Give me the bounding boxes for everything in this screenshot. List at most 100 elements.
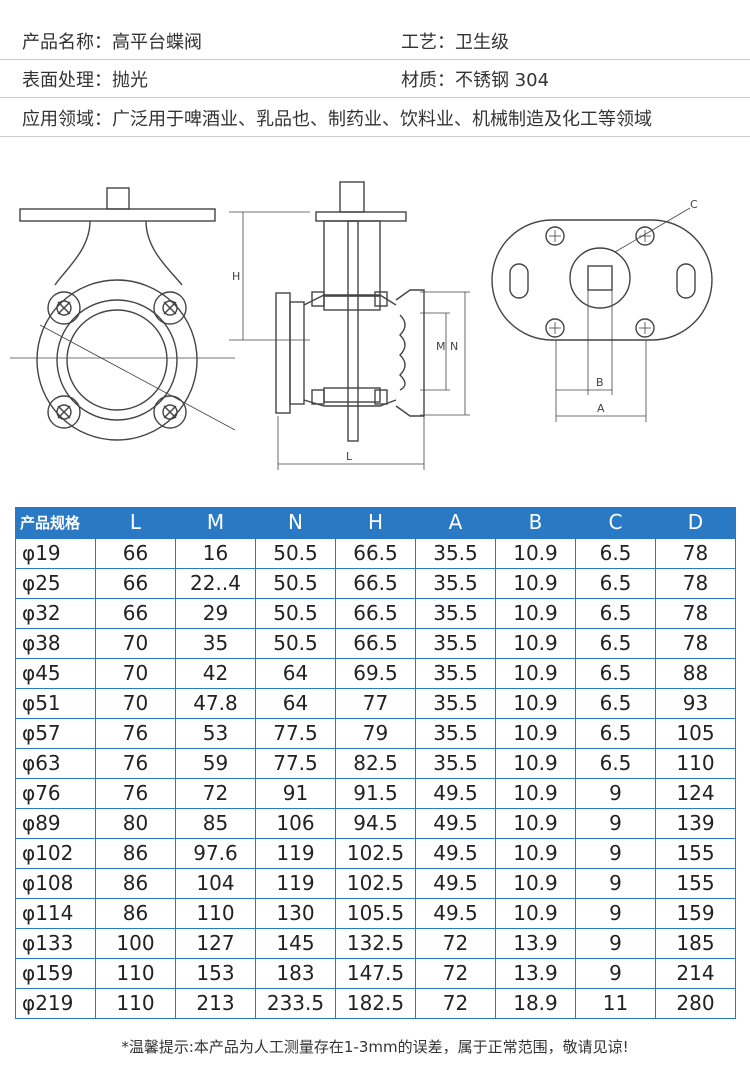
value-cell: 185	[655, 927, 736, 959]
value-cell: 9	[575, 837, 656, 869]
value-cell: 77.5	[255, 717, 336, 749]
value-cell: 110	[95, 957, 176, 989]
value-cell: 35.5	[415, 597, 496, 629]
value-cell: 59	[175, 747, 256, 779]
value-cell: 18.9	[495, 987, 576, 1019]
value-cell: 53	[175, 717, 256, 749]
value-cell: 6.5	[575, 597, 656, 629]
value-cell: 66	[95, 537, 176, 569]
value-cell: 124	[655, 777, 736, 809]
header-a: A	[415, 507, 496, 538]
header-l: L	[95, 507, 176, 538]
value-cell: 102.5	[335, 837, 416, 869]
value-cell: 64	[255, 657, 336, 689]
value-cell: 10.9	[495, 717, 576, 749]
header-c: C	[575, 507, 656, 538]
value-cell: 110	[175, 897, 256, 929]
value-cell: 233.5	[255, 987, 336, 1019]
value-cell: 155	[655, 867, 736, 899]
spec-cell: φ32	[15, 597, 96, 629]
value-cell: 10.9	[495, 867, 576, 899]
value-cell: 182.5	[335, 987, 416, 1019]
value-cell: 49.5	[415, 837, 496, 869]
value-cell: 213	[175, 987, 256, 1019]
value-cell: 35.5	[415, 687, 496, 719]
value-cell: 132.5	[335, 927, 416, 959]
value-cell: 69.5	[335, 657, 416, 689]
spec-cell: φ133	[15, 927, 96, 959]
value-cell: 104	[175, 867, 256, 899]
value-cell: 50.5	[255, 627, 336, 659]
spec-cell: φ63	[15, 747, 96, 779]
value-cell: 78	[655, 537, 736, 569]
value-cell: 49.5	[415, 897, 496, 929]
value-cell: 153	[175, 957, 256, 989]
header-spec: 产品规格	[15, 507, 96, 538]
value-cell: 88	[655, 657, 736, 689]
value-cell: 82.5	[335, 747, 416, 779]
value-cell: 78	[655, 627, 736, 659]
value-cell: 6.5	[575, 567, 656, 599]
value-cell: 9	[575, 777, 656, 809]
value-cell: 6.5	[575, 747, 656, 779]
value-cell: 80	[95, 807, 176, 839]
value-cell: 280	[655, 987, 736, 1019]
value-cell: 86	[95, 867, 176, 899]
value-cell: 6.5	[575, 537, 656, 569]
value-cell: 106	[255, 807, 336, 839]
value-cell: 10.9	[495, 777, 576, 809]
dim-label-c: C	[690, 198, 698, 211]
value-cell: 214	[655, 957, 736, 989]
value-cell: 72	[415, 987, 496, 1019]
value-cell: 35.5	[415, 537, 496, 569]
value-cell: 85	[175, 807, 256, 839]
value-cell: 105.5	[335, 897, 416, 929]
value-cell: 49.5	[415, 867, 496, 899]
application-field: 应用领域：广泛用于啤酒业、乳品也、制药业、饮料业、机械制造及化工等领域	[22, 109, 652, 130]
value-cell: 10.9	[495, 897, 576, 929]
header-n: N	[255, 507, 336, 538]
spec-cell: φ45	[15, 657, 96, 689]
dim-label-l: L	[346, 450, 353, 463]
value-cell: 50.5	[255, 567, 336, 599]
material: 材质：不锈钢 304	[401, 70, 550, 91]
value-cell: 10.9	[495, 657, 576, 689]
value-cell: 78	[655, 567, 736, 599]
value-cell: 76	[95, 717, 176, 749]
value-cell: 50.5	[255, 597, 336, 629]
value-cell: 70	[95, 657, 176, 689]
value-cell: 35.5	[415, 627, 496, 659]
value-cell: 35.5	[415, 747, 496, 779]
value-cell: 100	[95, 927, 176, 959]
value-cell: 10.9	[495, 807, 576, 839]
side-view-drawing: H N M L	[229, 181, 470, 470]
value-cell: 66	[95, 567, 176, 599]
value-cell: 10.9	[495, 837, 576, 869]
value-cell: 110	[95, 987, 176, 1019]
technical-drawing: H N M L	[10, 181, 713, 470]
value-cell: 79	[335, 717, 416, 749]
value-cell: 10.9	[495, 747, 576, 779]
value-cell: 70	[95, 627, 176, 659]
value-cell: 127	[175, 927, 256, 959]
header-d: D	[655, 507, 736, 538]
spec-cell: φ159	[15, 957, 96, 989]
spec-cell: φ57	[15, 717, 96, 749]
value-cell: 93	[655, 687, 736, 719]
value-cell: 66.5	[335, 567, 416, 599]
value-cell: 72	[415, 927, 496, 959]
value-cell: 10.9	[495, 627, 576, 659]
